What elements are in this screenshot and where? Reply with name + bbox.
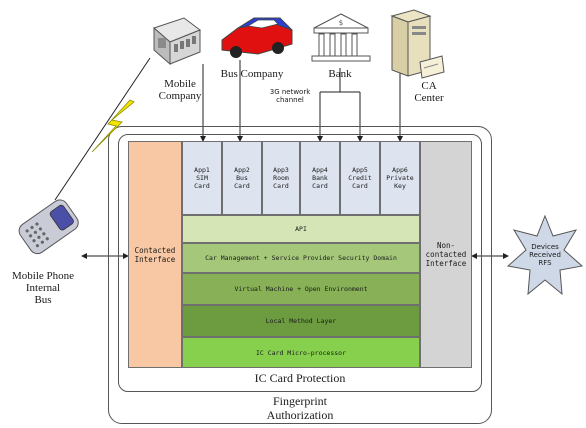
- layer-microprocessor-label: IC Card Micro-processor: [255, 348, 346, 357]
- devices-label-line3: RFS: [538, 259, 552, 267]
- layer-security-domain-label: Car Management + Service Provider Securi…: [205, 254, 397, 262]
- contacted-interface-box: Contacted Interface: [128, 141, 182, 368]
- app6-label-line2: Private: [386, 174, 414, 182]
- layer-api-label: API: [295, 225, 307, 233]
- app1-label-line1: App1: [194, 166, 210, 174]
- mobile-company-building-icon: [153, 17, 202, 66]
- app5-label-line1: App5: [352, 166, 368, 174]
- svg-text:$: $: [339, 19, 343, 27]
- app5-label-line2: Credit: [348, 174, 372, 182]
- layer-virtual-machine: Virtual Machine + Open Environment: [182, 273, 420, 305]
- layer-local-method-label: Local Method Layer: [265, 317, 337, 325]
- ca-center-label: CA Center: [404, 80, 454, 104]
- bus-company-label: Bus Company: [220, 68, 284, 80]
- mobile-company-label-line2: Company: [158, 90, 202, 102]
- ca-center-server-icon: [390, 9, 445, 79]
- fingerprint-label-line1: Fingerprint: [273, 394, 327, 408]
- app3-label-line2: Room: [273, 174, 289, 182]
- contacted-interface-label-line2: Interface: [134, 254, 176, 264]
- network-channel-label-line1: 3G network: [269, 88, 311, 96]
- bus-company-car-icon: [221, 17, 293, 58]
- line-phone-to-mobile-company: [54, 57, 151, 201]
- wireless-lightning-icon: [91, 99, 135, 153]
- mobile-company-label: Mobile Company: [150, 78, 210, 102]
- network-channel-label-line2: channel: [276, 96, 304, 104]
- app4-label-line1: App4: [312, 166, 328, 174]
- mobile-company-label-line1: Mobile: [164, 78, 196, 90]
- fingerprint-label-line2: Authorization: [266, 408, 334, 422]
- layer-microprocessor: IC Card Micro-processor: [182, 337, 420, 368]
- app4-label-line3: Card: [312, 182, 328, 190]
- mobile-phone-icon: [18, 199, 79, 255]
- mobile-phone-label-line1: Mobile Phone: [11, 270, 75, 282]
- noncontacted-label-line2: contacted: [425, 250, 467, 259]
- app1-label-line3: Card: [194, 182, 210, 190]
- devices-label-line2: Received: [529, 251, 561, 259]
- noncontacted-label-line3: Interface: [425, 259, 467, 268]
- fingerprint-authorization-label: Fingerprint Authorization: [200, 394, 400, 422]
- app3-label-line3: Card: [273, 182, 289, 190]
- app6-label-line1: App6: [392, 166, 408, 174]
- layer-local-method: Local Method Layer: [182, 305, 420, 337]
- layer-security-domain: Car Management + Service Provider Securi…: [182, 243, 420, 273]
- layer-virtual-machine-label: Virtual Machine + Open Environment: [234, 285, 368, 293]
- app2-label-line2: Bus: [236, 174, 248, 182]
- app4-label-line2: Bank: [312, 174, 328, 182]
- bank-building-icon: $: [311, 13, 371, 62]
- ca-center-label-line2: Center: [414, 92, 444, 104]
- ca-center-label-line1: CA: [421, 80, 437, 92]
- layer-api: API: [182, 215, 420, 243]
- app2-label-line1: App2: [234, 166, 250, 174]
- mobile-phone-label: Mobile Phone Internal Bus: [2, 270, 84, 306]
- bank-label: Bank: [328, 68, 352, 80]
- app6-label-line3: Key: [394, 182, 406, 190]
- app1-label-line2: SIM: [196, 174, 208, 182]
- ic-card-protection-border: [118, 134, 482, 392]
- app5-label-line3: Card: [352, 182, 368, 190]
- mobile-phone-label-line2: Internal: [25, 282, 61, 294]
- network-channel-label: 3G network channel: [262, 88, 318, 104]
- devices-received-rfs-star-icon: [506, 214, 584, 296]
- mobile-phone-label-line3: Bus: [34, 294, 52, 306]
- devices-label-line1: Devices: [531, 243, 559, 251]
- app3-label-line1: App3: [273, 166, 289, 174]
- noncontacted-label-line1: Non-: [436, 241, 456, 250]
- fingerprint-authorization-border: [108, 126, 492, 424]
- ic-card-protection-label: IC Card Protection: [254, 371, 346, 385]
- devices-label: Devices Received RFS: [512, 243, 578, 267]
- app2-label-line3: Card: [234, 182, 250, 190]
- noncontacted-interface-box: Non- contacted Interface: [420, 141, 472, 368]
- contacted-interface-label-line1: Contacted: [134, 245, 176, 255]
